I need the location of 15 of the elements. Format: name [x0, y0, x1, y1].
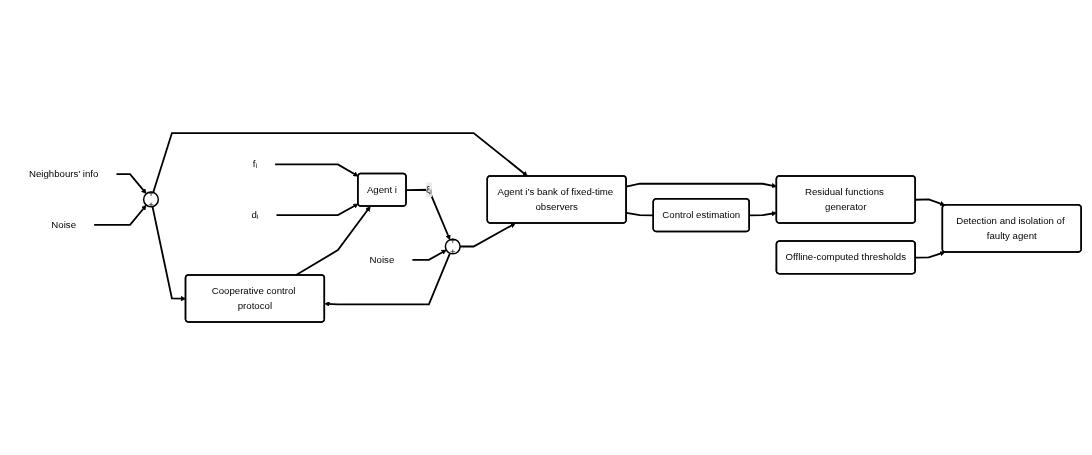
node-text: dᵢ [251, 209, 259, 220]
node-circle: + + [142, 191, 160, 208]
node-text: Noise [51, 219, 76, 230]
arrow [152, 132, 528, 194]
edge-label: ξᵢ [425, 184, 432, 195]
node-text: Noise [369, 254, 395, 265]
arrow [459, 223, 516, 248]
arrow [411, 249, 447, 261]
arrow [93, 204, 147, 226]
arrow [324, 252, 451, 307]
arrow [275, 203, 359, 217]
node-text: Neighbours’ info [28, 168, 99, 179]
arrow [115, 173, 147, 194]
arrow [274, 163, 359, 177]
node-text: fᵢ [252, 158, 258, 170]
